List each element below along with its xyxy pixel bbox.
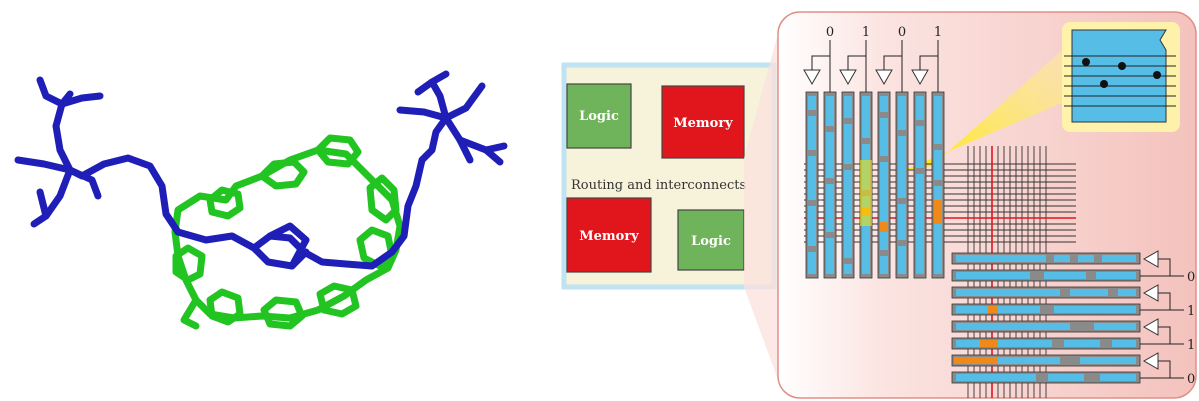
logic-label-bottom: Logic [691, 234, 731, 249]
horizontal-wire [951, 354, 1141, 367]
vertical-wire [931, 91, 945, 279]
vertical-yellow-band [860, 160, 872, 226]
routing-label: Routing and interconnects [571, 178, 746, 193]
horizontal-wire [951, 320, 1141, 333]
axle-chain [14, 70, 508, 270]
logic-label-top: Logic [579, 109, 619, 124]
horizontal-wire [951, 337, 1141, 350]
junction-dot [1082, 58, 1090, 66]
vertical-wire [823, 91, 837, 279]
crossbar-zoom-panel: 0 1 0 1 [744, 11, 1197, 399]
horizontal-wire-array [951, 250, 1184, 384]
horizontal-wire [951, 286, 1141, 299]
junction-inset [1062, 22, 1180, 132]
zoom-connector [744, 26, 780, 385]
right-bit-label: 1 [1187, 338, 1195, 353]
junction-dot [1153, 71, 1161, 79]
horizontal-wire [951, 371, 1141, 384]
junction-dot [1118, 62, 1126, 70]
right-bit-label: 1 [1187, 304, 1195, 319]
horizontal-wire [951, 303, 1141, 316]
memory-label-top: Memory [673, 116, 733, 131]
right-bit-label: 0 [1187, 372, 1195, 387]
logic-block-top [566, 83, 632, 149]
horizontal-wire [951, 269, 1141, 282]
highlight-beam [905, 36, 1078, 170]
memory-block-top [661, 85, 745, 159]
top-bit-label: 1 [862, 25, 870, 40]
right-bit-label: 0 [1187, 270, 1195, 285]
vertical-wire [839, 69, 857, 279]
macrocycle-ring [171, 134, 404, 330]
vertical-wire [895, 91, 909, 279]
chip-floorplan: Logic Memory Routing and interconnects M… [561, 62, 777, 290]
molecule-structure [14, 70, 508, 330]
top-bit-label: 0 [826, 25, 834, 40]
junction-dot [1100, 80, 1108, 88]
top-bit-label: 1 [934, 25, 942, 40]
horizontal-wire [951, 252, 1141, 265]
top-bit-label: 0 [898, 25, 906, 40]
memory-label-bottom: Memory [579, 229, 639, 244]
vertical-wire [911, 69, 929, 279]
vertical-wire [803, 69, 821, 279]
vertical-wire [875, 69, 893, 279]
memory-block-bottom [566, 197, 652, 273]
logic-block-bottom [677, 209, 745, 271]
